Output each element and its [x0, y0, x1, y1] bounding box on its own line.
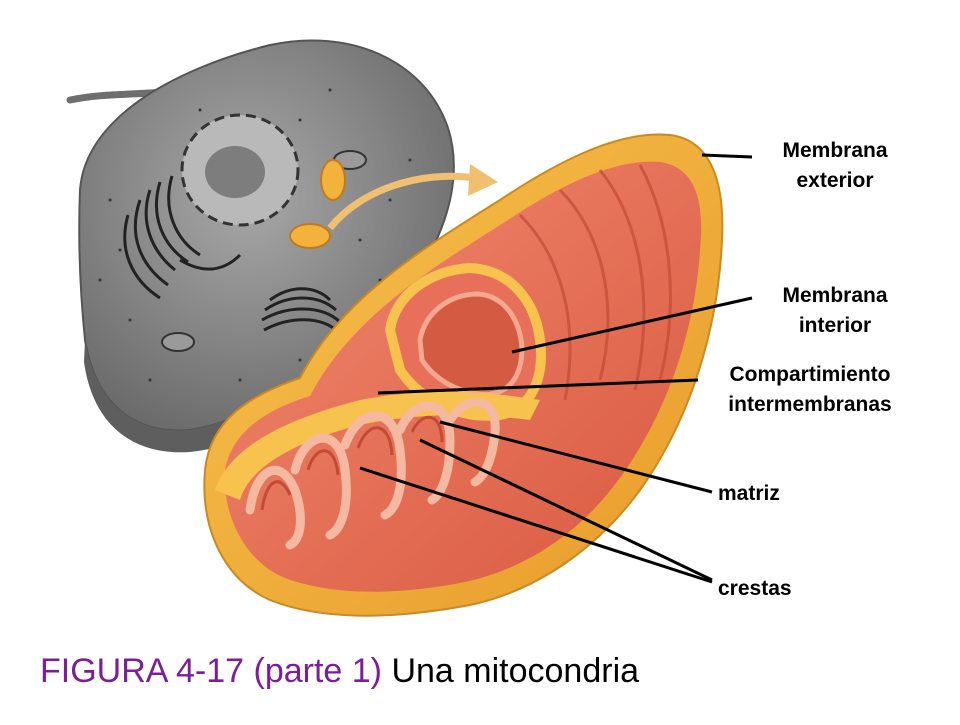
- leader-lines: [359, 153, 753, 584]
- cristae-inner-lines: [260, 415, 444, 511]
- label-intermembrane-space: Compartimiento intermembranas: [698, 360, 922, 420]
- zoom-arrow: [327, 172, 476, 231]
- leader-cristae-1: [419, 438, 713, 582]
- cristae-folds: [245, 397, 500, 550]
- golgi-apparatus: [261, 287, 342, 334]
- inner-ridges: [518, 164, 672, 401]
- leader-matrix: [439, 420, 713, 494]
- label-intermembrane-line2: intermembranas: [728, 393, 892, 416]
- nucleolus: [205, 146, 265, 198]
- leader-cristae-2: [359, 466, 713, 584]
- cell-ribosomes: [98, 88, 412, 382]
- highlighted-mitochondrion: [320, 159, 346, 201]
- label-intermembrane-line1: Compartimiento: [729, 363, 891, 386]
- label-outer-membrane-line2: exterior: [796, 169, 874, 192]
- leader-outer-membrane: [701, 153, 753, 159]
- cell-mitochondrion: [161, 332, 195, 352]
- label-inner-membrane-line2: interior: [798, 314, 872, 337]
- figure-number: FIGURA 4-17 (parte 1): [40, 652, 383, 690]
- label-inner-membrane-line1: Membrana: [782, 284, 888, 307]
- label-outer-membrane-line1: Membrana: [782, 139, 888, 162]
- figure-description: Una mitocondria: [391, 652, 640, 690]
- enlarged-mitochondrion: [203, 133, 724, 617]
- zoom-arrow-head: [468, 164, 498, 196]
- figure-caption: FIGURA 4-17 (parte 1) Una mitocondria: [40, 652, 639, 691]
- highlighted-mitochondrion: [289, 223, 331, 249]
- label-matrix: matriz: [718, 482, 780, 505]
- label-inner-membrane: Membrana interior: [760, 281, 910, 341]
- leader-inner-membrane: [511, 296, 753, 354]
- label-outer-membrane: Membrana exterior: [760, 136, 910, 196]
- endoplasmic-reticulum: [123, 175, 242, 300]
- leader-intermembrane: [377, 378, 699, 395]
- label-cristae: crestas: [718, 577, 792, 600]
